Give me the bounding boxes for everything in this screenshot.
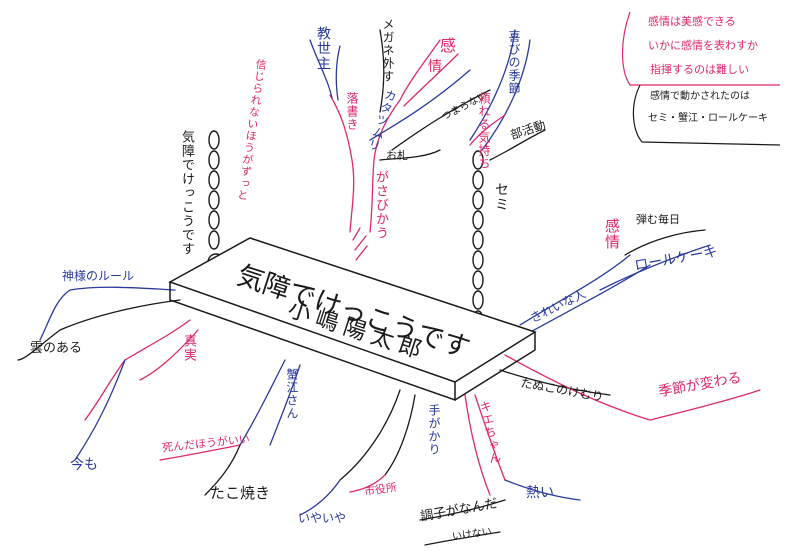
- note-line-5: セミ・蟹江・ロールケーキ: [648, 113, 768, 124]
- label-atsui: 熱い: [526, 485, 554, 501]
- label-kisetsu: 喜びの季節: [507, 30, 521, 95]
- branch-kanie-2: [269, 364, 301, 446]
- branch-shinjitsu: [84, 319, 191, 421]
- branch-shinda: [159, 444, 241, 461]
- branch-kyuseishu-2: [335, 45, 341, 101]
- branch-iyaiya: [299, 479, 341, 516]
- left-chain-label: 気障でけっこうです: [179, 130, 194, 256]
- branch-tegakari: [339, 389, 401, 481]
- branch-lines: [17, 29, 761, 546]
- label-kanjo-right: 感情: [603, 218, 621, 250]
- seat-side: [454, 332, 536, 401]
- branch-kanjo: [399, 39, 441, 101]
- branch-hazumu: [624, 229, 706, 256]
- swing-seat: [168, 237, 537, 402]
- label-tayori: 頼れる気持ち: [477, 92, 491, 170]
- note-line-3: 指揮するのは難しい: [650, 63, 749, 76]
- label-kan: 感: [440, 36, 457, 55]
- branch-kisetsu-right: [504, 354, 651, 421]
- branch-kisetsu: [469, 29, 516, 141]
- branch-katatsumuri: [369, 69, 471, 141]
- branch-tanuko: [499, 369, 611, 396]
- left-chain: [207, 130, 225, 271]
- branch-ofuda: [379, 149, 441, 161]
- branch-choshi-line: [419, 499, 506, 521]
- label-gasabikau: がさびかう: [373, 170, 388, 240]
- note-line-1: 感情は美感できる: [648, 15, 736, 28]
- branch-kanjo-2: [403, 53, 459, 107]
- label-iyaiya: いやいや: [298, 511, 347, 525]
- branch-megane: [379, 29, 385, 113]
- branch-ikenai: [424, 531, 501, 546]
- branch-kisetsu-right-2: [649, 389, 761, 421]
- label-shinjitsu: 真実: [181, 334, 196, 362]
- branch-choshi-2: [474, 394, 506, 481]
- branch-shiyakusho: [349, 474, 386, 493]
- label-hazumu: 弾む毎日: [636, 213, 680, 226]
- trunk-pink-right: [369, 99, 401, 233]
- label-imamo: 今も: [70, 457, 98, 473]
- trunk-pink-left: [329, 94, 355, 233]
- branch-tayori: [469, 114, 506, 146]
- branch-kanie: [239, 359, 286, 446]
- branch-imamo: [74, 359, 126, 461]
- label-kumo: 雲のある: [30, 341, 83, 356]
- branch-kanjo-right: [519, 254, 631, 326]
- label-rakugaki: 落書き: [345, 92, 359, 131]
- branch-choshi: [464, 394, 491, 496]
- branch-tsumaranai: [391, 89, 491, 151]
- label-kanie: 蟹江さん: [285, 368, 299, 420]
- right-chain-label: セミ: [493, 182, 509, 212]
- label-takoyaki: たこ焼き: [210, 484, 271, 502]
- branch-kisetsu-2: [481, 39, 531, 151]
- label-kyuseishu: 教世主: [315, 26, 331, 71]
- branch-shinjitsu-2: [139, 329, 199, 381]
- note-frame-pink: [621, 11, 780, 86]
- label-megane: メガネ外す: [381, 18, 395, 83]
- branch-takoyaki: [204, 444, 241, 496]
- branch-kyuseishu: [309, 39, 333, 99]
- branch-atsui: [504, 479, 581, 501]
- label-kami: 神様のルール: [62, 269, 135, 283]
- label-tegakari: 手がかり: [427, 404, 441, 456]
- note-frames: [621, 11, 781, 146]
- branch-bukatsu: [489, 129, 546, 161]
- note-line-4: 感情で動かされたのは: [650, 91, 750, 102]
- label-jo: 情: [428, 59, 442, 75]
- branch-tegakari-2: [384, 394, 416, 476]
- trunk-hatch: [352, 227, 368, 261]
- branch-kumo: [17, 299, 181, 361]
- seat-front: [169, 282, 456, 402]
- label-ofuda: お札: [386, 149, 408, 162]
- branch-kami: [39, 286, 176, 341]
- note-frame-black: [632, 84, 781, 146]
- note-line-2: いかに感情を表わすか: [648, 39, 758, 52]
- branch-rollcake: [599, 244, 711, 291]
